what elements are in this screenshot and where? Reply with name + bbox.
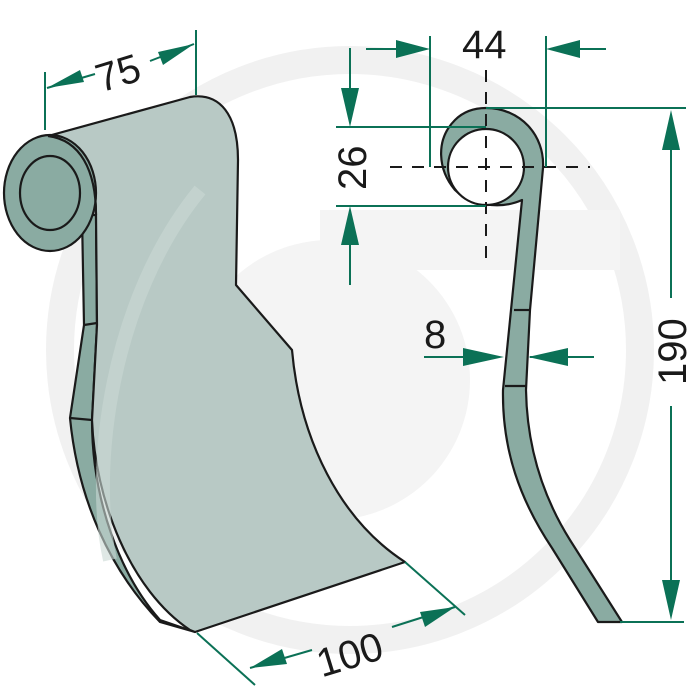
- dimension-8: 8: [424, 313, 594, 366]
- dim-label-26: 26: [331, 146, 375, 191]
- eye-inner: [18, 154, 82, 232]
- dimension-44: 44: [366, 23, 606, 167]
- dimension-190: 190: [486, 107, 695, 623]
- dimension-100: 100: [196, 561, 466, 686]
- dim-label-75: 75: [91, 46, 146, 101]
- dim-label-8: 8: [424, 313, 446, 357]
- perspective-view: [2, 95, 407, 634]
- dim-label-190: 190: [651, 318, 695, 385]
- dim-label-44: 44: [462, 23, 507, 67]
- center-lines: [390, 70, 590, 265]
- blade-highlight: [95, 185, 206, 562]
- dimension-26: 26: [331, 48, 486, 285]
